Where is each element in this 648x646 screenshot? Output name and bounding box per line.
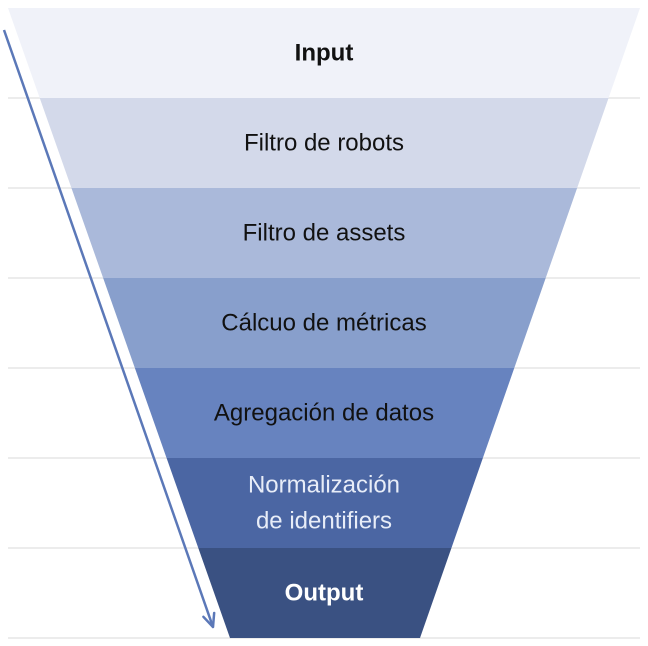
funnel-stage-shape — [71, 188, 578, 278]
funnel-stage-shape — [8, 8, 640, 98]
funnel-stage-label: Normalización — [248, 472, 400, 499]
funnel-stage-shape — [166, 458, 483, 548]
funnel-stage: Filtro de robots — [39, 98, 609, 188]
funnel-stage: Cálcuo de métricas — [103, 278, 546, 368]
funnel-stage-label: Input — [295, 40, 354, 67]
funnel-stage: Input — [8, 8, 640, 98]
funnel-stage: Normalización de identifiers — [166, 458, 483, 548]
funnel-stage-label: Agregación de datos — [214, 400, 434, 427]
funnel-stage-label: Output — [285, 580, 364, 607]
funnel-stage-label: de identifiers — [256, 508, 392, 535]
funnel-stage-shape — [39, 98, 609, 188]
funnel-stage-shape — [198, 548, 452, 638]
arrow-head-icon — [202, 611, 216, 629]
funnel-stage-label: Cálcuo de métricas — [221, 310, 426, 337]
flow-arrow — [2, 29, 216, 629]
flow-arrow-line — [2, 29, 215, 628]
funnel-stage-shape — [134, 368, 515, 458]
funnel-stage-shape — [103, 278, 546, 368]
funnel-stage: Filtro de assets — [71, 188, 578, 278]
funnel-stage-label: Filtro de robots — [244, 130, 404, 157]
funnel-stage: Agregación de datos — [134, 368, 515, 458]
funnel-stage-label: Filtro de assets — [243, 220, 406, 247]
funnel-stage: Output — [198, 548, 452, 638]
